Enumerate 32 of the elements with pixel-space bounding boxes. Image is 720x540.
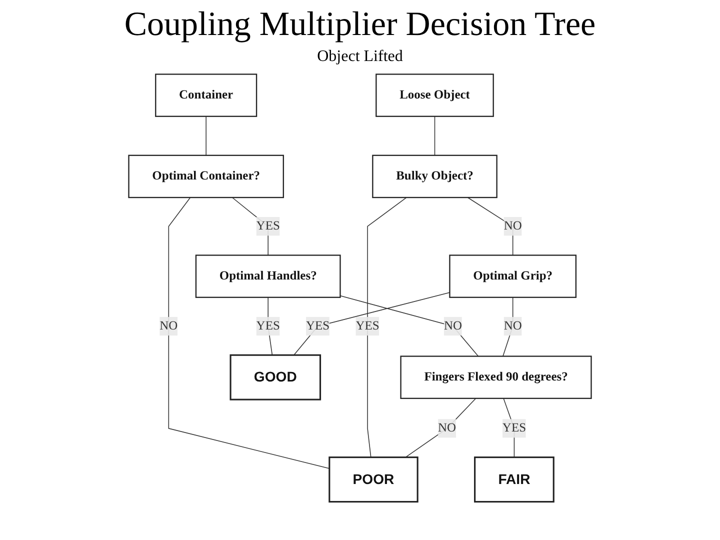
connector [502, 296, 514, 357]
edge-label: YES [256, 319, 280, 332]
connector [467, 197, 514, 256]
diagram-title: Coupling Multiplier Decision Tree [123, 6, 597, 44]
node-box: Fingers Flexed 90 degrees? [400, 356, 592, 399]
heading-text: Object Lifted [317, 48, 403, 66]
node-box: FAIR [474, 456, 554, 503]
edge-label: NO [504, 319, 522, 332]
edge-label: NO [160, 319, 178, 332]
connector [405, 398, 476, 458]
node-box: Optimal Grip? [449, 254, 577, 298]
connector [168, 197, 330, 469]
connector [293, 292, 450, 356]
connector [340, 295, 479, 357]
node-box: Optimal Handles? [195, 254, 341, 298]
node-box: Optimal Container? [128, 154, 284, 198]
edge-label: YES [306, 319, 330, 332]
edge-label: NO [444, 319, 462, 332]
edge-label: YES [356, 319, 380, 332]
node-box: Bulky Object? [372, 154, 498, 198]
node-box: GOOD [230, 354, 322, 400]
connector [268, 296, 273, 356]
connector [367, 197, 407, 458]
connector [434, 116, 436, 156]
edge-label: YES [502, 421, 526, 435]
edge-label: NO [438, 421, 456, 435]
connector [232, 197, 268, 256]
edge-label: YES [256, 219, 280, 233]
edge-label: NO [504, 219, 522, 233]
node-box: POOR [328, 456, 418, 503]
node-box: Loose Object [376, 74, 494, 117]
node-box: Container [155, 74, 258, 117]
